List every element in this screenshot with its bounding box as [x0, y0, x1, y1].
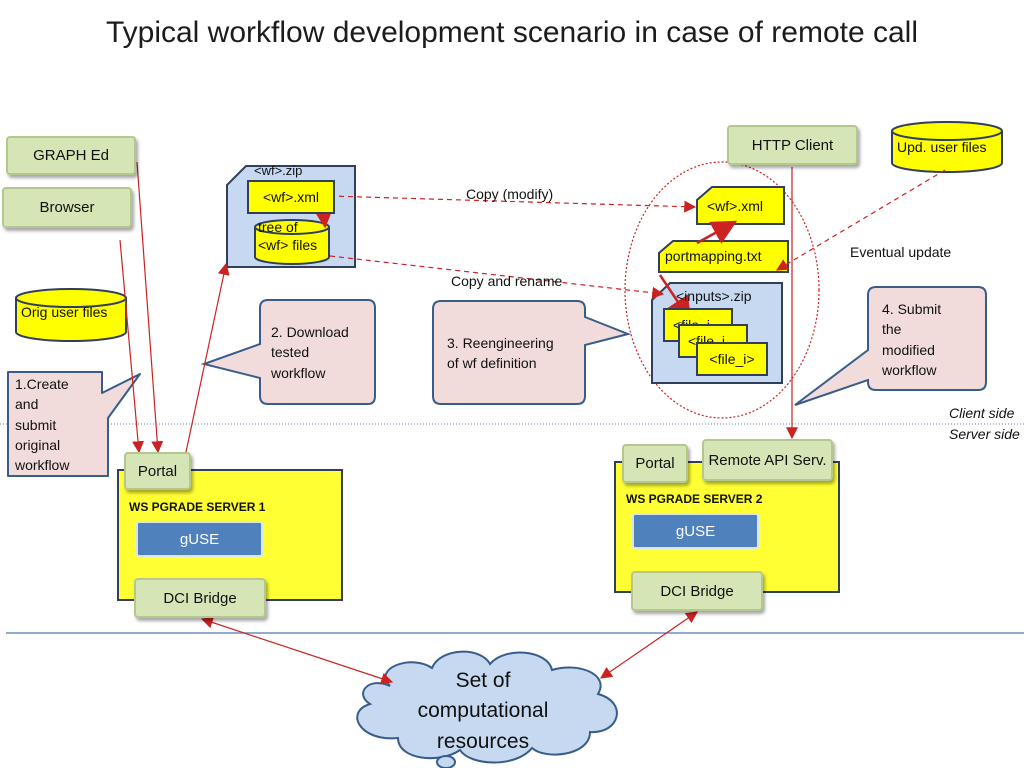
- cloud-text: Set of computational resources: [380, 666, 586, 757]
- server1-name: WS PGRADE SERVER 1: [129, 500, 266, 514]
- file-box-3: <file_i>: [696, 342, 768, 376]
- server1-dci-bridge: DCI Bridge: [134, 578, 266, 618]
- cloud-line3: resources: [436, 729, 530, 753]
- step4-line3: modified: [882, 341, 935, 358]
- callout-step2-text: 2. Download tested workflow: [271, 322, 349, 383]
- arrow-dci2-cloud: [600, 611, 698, 679]
- server1-guse: gUSE: [136, 521, 263, 557]
- portmapping-label: portmapping.txt: [665, 248, 762, 264]
- step3-line2: of wf definition: [447, 355, 537, 372]
- orig-user-files-cylinder: [15, 288, 127, 342]
- upd-user-files-label: Upd. user files: [897, 139, 987, 155]
- step4-line1: 4. Submit: [882, 301, 942, 317]
- callout-step4-text: 4. Submit the modified workflow: [882, 299, 941, 380]
- callout-step1-text: 1.Create and submit original workflow: [15, 374, 69, 475]
- http-client-box: HTTP Client: [727, 125, 858, 165]
- step1-line5: workflow: [15, 457, 70, 474]
- wf-xml-box: <wf>.xml: [247, 180, 335, 214]
- tree-files-label: tree of <wf> files: [258, 218, 317, 254]
- arrow-graphed-portal: [136, 161, 164, 454]
- inputs-zip-label: <inputs>.zip: [676, 288, 752, 304]
- callout-step3-shape: [432, 300, 632, 405]
- eventual-update-label: Eventual update: [850, 244, 952, 260]
- client-side-label: Client side: [949, 405, 1015, 421]
- arrow-copy-modify: [329, 195, 697, 213]
- arrow-portal-wfzip: [185, 262, 230, 453]
- step1-line2: and: [15, 396, 39, 413]
- portmapping-shape: [658, 240, 789, 273]
- callout-step1-shape: [7, 371, 141, 477]
- cloud-tail-bubble: [436, 755, 456, 768]
- server2-guse: gUSE: [632, 513, 759, 549]
- server2-name: WS PGRADE SERVER 2: [626, 492, 763, 506]
- cloud-line2: computational: [417, 699, 549, 723]
- server2-portal: Portal: [622, 444, 688, 483]
- step1-line3: submit: [15, 416, 57, 433]
- step2-line2: tested: [271, 344, 310, 361]
- server2-remote-api: Remote API Serv.: [702, 439, 833, 481]
- upd-user-files-cylinder: [891, 121, 1003, 173]
- right-wf-xml-shape: [696, 186, 785, 225]
- step4-line2: the: [882, 321, 902, 338]
- tree-line2: <wf> files: [258, 237, 318, 254]
- copy-rename-label: Copy and rename: [451, 273, 563, 289]
- copy-modify-label: Copy (modify): [466, 186, 554, 202]
- arrow-dci1-cloud: [200, 616, 394, 685]
- browser-box: Browser: [2, 187, 132, 228]
- callout-step3-text: 3. Reengineering of wf definition: [447, 333, 554, 374]
- page-title: Typical workflow development scenario in…: [105, 16, 919, 49]
- arrow-portmapping-wfxml: [696, 220, 738, 245]
- arrow-browser-portal: [119, 239, 145, 454]
- arrow-copy-rename: [329, 255, 665, 299]
- step3-line1: 3. Reengineering: [447, 335, 554, 351]
- server-side-label: Server side: [949, 426, 1020, 442]
- right-wf-xml-label: <wf>.xml: [707, 198, 764, 214]
- cloud-line1: Set of: [455, 669, 511, 692]
- cloud-shape: [356, 650, 618, 764]
- server1-portal: Portal: [124, 452, 191, 490]
- step2-line1: 2. Download: [271, 324, 349, 340]
- step2-line3: workflow: [271, 364, 326, 381]
- step4-line4: workflow: [882, 361, 937, 378]
- wf-zip-label: <wf>.zip: [254, 163, 303, 178]
- package-dotted-circle: [624, 161, 820, 419]
- arrow-eventual-update: [775, 169, 946, 271]
- step1-line4: original: [15, 436, 61, 453]
- tree-line1: tree of: [258, 219, 298, 235]
- orig-user-files-label: Orig user files: [21, 304, 108, 320]
- graph-ed-box: GRAPH Ed: [6, 136, 136, 175]
- callout-step2-shape: [200, 299, 376, 405]
- server2-dci-bridge: DCI Bridge: [631, 571, 763, 611]
- step1-line1: 1.Create: [15, 376, 69, 392]
- callout-step4-shape: [794, 286, 987, 406]
